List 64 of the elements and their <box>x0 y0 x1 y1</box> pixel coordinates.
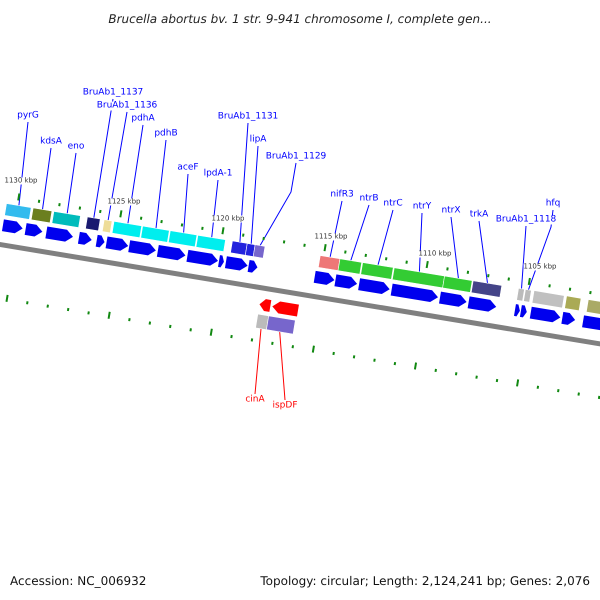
gene-label: hfq <box>546 200 560 208</box>
leader-line <box>66 152 76 214</box>
gene-label: lipA <box>250 136 266 144</box>
gene-label: ispDF <box>272 402 298 410</box>
gene-label: cinA <box>245 396 265 404</box>
gene-label: pdhA <box>131 114 155 124</box>
gene-block <box>360 262 394 280</box>
gene-label: lpdA-1 <box>204 170 232 178</box>
gene-label: aceF <box>177 164 199 172</box>
gene-block <box>140 226 170 243</box>
gene-block <box>244 243 256 257</box>
gene-label: BruAb1_1137 <box>82 88 144 98</box>
gene-block <box>4 203 32 220</box>
leader-line <box>156 140 166 229</box>
leader-line <box>42 148 52 210</box>
leader-line <box>279 331 286 400</box>
gene-block <box>168 230 198 248</box>
gene-block <box>516 288 525 302</box>
gene-block <box>442 276 473 293</box>
leader-line <box>418 212 422 272</box>
title: Brucella abortus bv. 1 str. 9-941 chromosome I, complete gen... <box>107 13 493 25</box>
gene-label: ntrX <box>441 206 461 216</box>
gene-label: nifR3 <box>330 190 354 200</box>
gene-label: pyrG <box>17 112 39 120</box>
gene-label: BruAb1_1129 <box>266 152 326 162</box>
leader-line <box>250 146 258 244</box>
leader-line <box>93 98 114 218</box>
summary-text: Topology: circular; Length: 2,124,241 bp; Genes: 2,076 <box>260 575 590 587</box>
gene-block <box>196 234 226 252</box>
gene-label: ntrC <box>383 200 403 208</box>
gene-label: ntrB <box>359 194 379 204</box>
gene-block <box>266 316 296 334</box>
gene-block <box>52 211 81 228</box>
accession-text: Accession: NC_006932 <box>10 575 146 587</box>
leader-line <box>378 210 394 266</box>
gene-label: ntrY <box>412 202 432 212</box>
leader-line <box>350 204 370 261</box>
gene-label: BruAb1_1118 <box>496 216 556 224</box>
gene-label: eno <box>68 142 84 152</box>
gene-block <box>85 216 101 232</box>
leader-line <box>330 200 342 258</box>
leader-line <box>183 174 188 234</box>
leader-line <box>18 122 28 206</box>
leader-line <box>127 124 144 224</box>
gene-block <box>318 255 340 271</box>
leader-line <box>521 226 526 290</box>
gene-block <box>230 240 248 256</box>
gene-block <box>30 208 52 224</box>
leader-line <box>211 180 218 238</box>
gene-block <box>338 258 362 275</box>
leader-line <box>260 162 296 246</box>
leader-line <box>254 328 262 394</box>
gene-label: BruAb1_1131 <box>218 112 278 122</box>
leader-line <box>478 220 488 284</box>
gene-label: kdsA <box>40 138 62 146</box>
gene-label: trkA <box>470 210 488 220</box>
gene-label: pdhB <box>154 130 178 138</box>
leader-line <box>108 112 128 221</box>
gene-block <box>252 244 266 258</box>
gene-block <box>255 314 270 330</box>
gene-block <box>470 280 502 298</box>
leader-line <box>450 216 459 279</box>
gene-label: BruAb1_1136 <box>96 102 158 110</box>
leader-line <box>239 122 248 243</box>
